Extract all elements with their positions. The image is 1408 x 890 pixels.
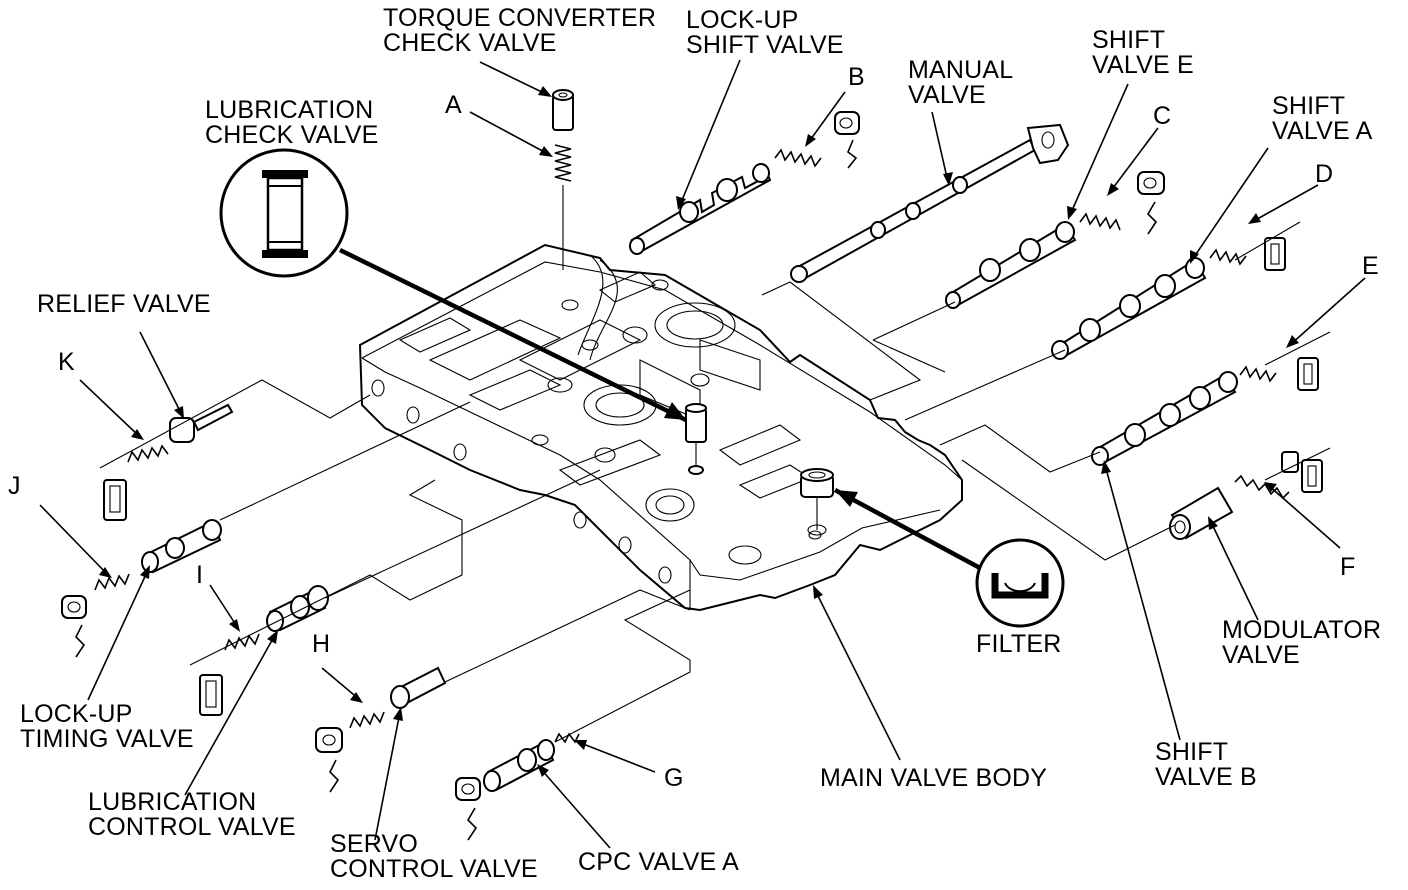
callout-g: G: [664, 764, 684, 792]
filter-detail: [833, 488, 1065, 628]
lubrication-check-valve-part: [685, 403, 707, 475]
torque-converter-check-valve-part: [552, 89, 574, 270]
manual-valve-part: [790, 123, 1070, 283]
label-servo-control-valve: SERVO CONTROL VALVE: [330, 830, 538, 883]
leader-lines: [39, 59, 1366, 849]
callout-f: F: [1340, 553, 1356, 581]
label-lockup-timing-valve: LOCK-UP TIMING VALVE: [20, 700, 194, 753]
label-relief-valve: RELIEF VALVE: [37, 290, 211, 318]
callout-b: B: [848, 63, 865, 91]
label-shift-valve-b: SHIFT VALVE B: [1155, 738, 1257, 791]
label-main-valve-body: MAIN VALVE BODY: [820, 764, 1048, 792]
modulator-valve-part: [1169, 451, 1323, 540]
label-lubrication-control-valve: LUBRICATION CONTROL VALVE: [88, 788, 296, 841]
lubrication-check-valve-detail: [219, 148, 687, 423]
callout-c: C: [1153, 102, 1172, 130]
callout-d: D: [1315, 160, 1334, 188]
label-cpc-valve-a: CPC VALVE A: [578, 848, 740, 876]
callout-h: H: [312, 630, 331, 658]
filter-part: [800, 468, 834, 536]
shift-valve-a-part: [1051, 237, 1286, 360]
label-modulator-valve: MODULATOR VALVE: [1222, 616, 1382, 669]
label-filter: FILTER: [976, 630, 1062, 658]
callout-j: J: [8, 472, 21, 500]
label-lockup-shift-valve: LOCK-UP SHIFT VALVE: [686, 6, 844, 59]
callout-a: A: [445, 91, 462, 119]
cpc-valve-a-part: [455, 732, 580, 841]
relief-valve-part: [103, 403, 234, 521]
shift-valve-e-part: [945, 171, 1165, 309]
main-valve-body-drawing: [358, 243, 963, 612]
label-shift-valve-a: SHIFT VALVE A: [1272, 92, 1373, 145]
assembly-guide-lines: [99, 221, 1331, 743]
label-lubrication-check-valve: LUBRICATION CHECK VALVE: [205, 96, 379, 149]
lubrication-control-valve-part: [199, 585, 329, 716]
callout-e: E: [1362, 252, 1379, 280]
shift-valve-b-part: [1091, 357, 1319, 466]
servo-control-valve-part: [315, 666, 447, 793]
label-manual-valve: MANUAL VALVE: [908, 56, 1014, 109]
lockup-timing-valve-part: [61, 519, 222, 658]
callout-k: K: [58, 348, 75, 376]
callout-i: I: [196, 561, 204, 589]
label-shift-valve-e: SHIFT VALVE E: [1092, 26, 1194, 79]
label-torque-converter-check-valve: TORQUE CONVERTER CHECK VALVE: [383, 4, 657, 57]
lockup-shift-valve-part: [629, 111, 860, 255]
